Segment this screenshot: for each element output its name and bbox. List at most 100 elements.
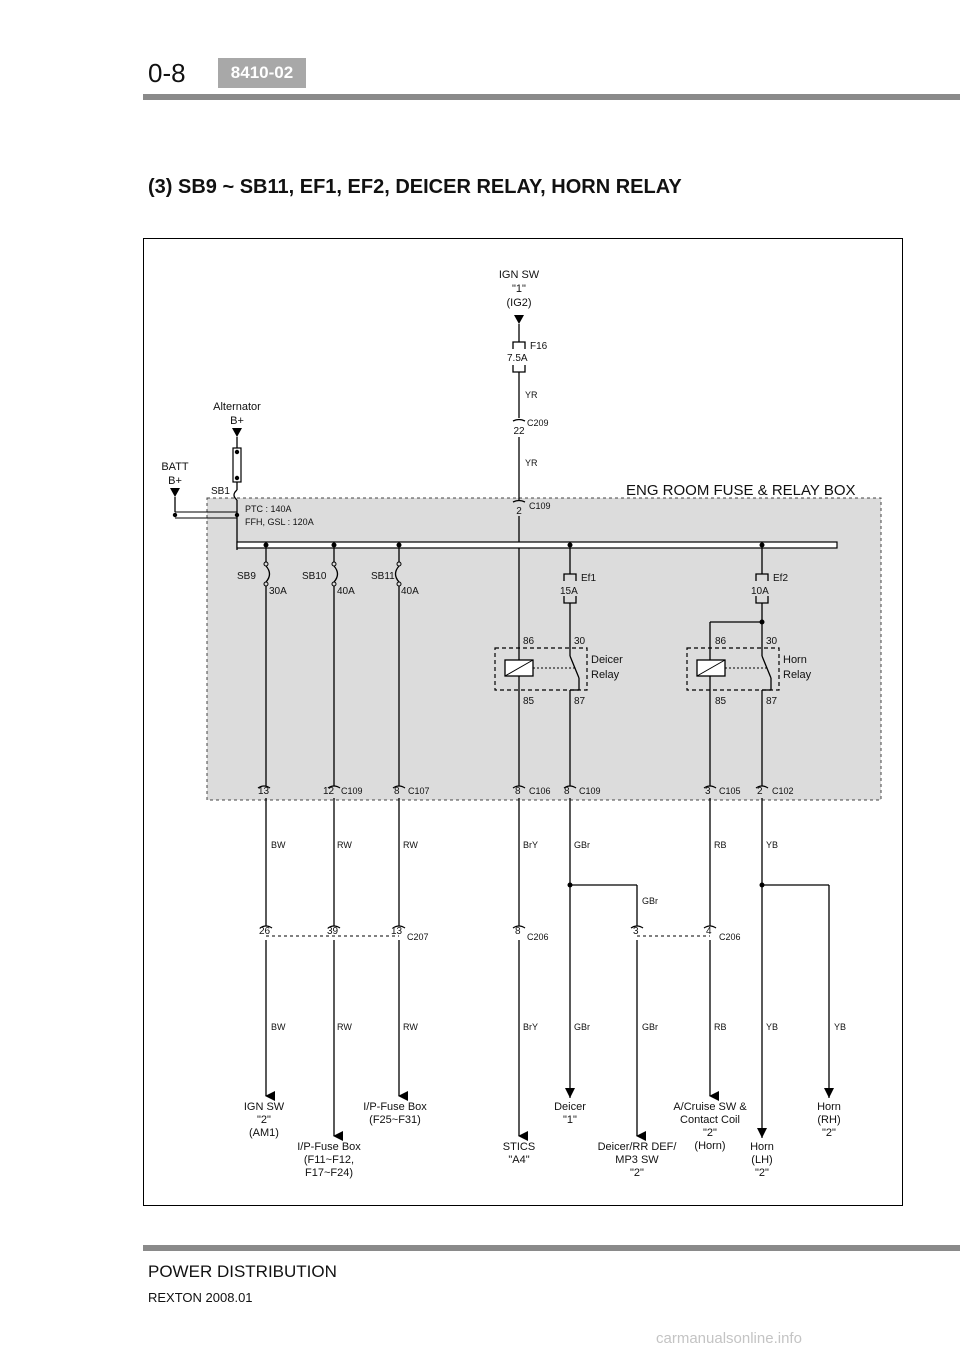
- wire-yr-lower-label: YR: [525, 458, 538, 468]
- deicer-relay-pin-86: 86: [523, 636, 535, 647]
- destination-a-cruise-sw-line-3: "2": [703, 1127, 717, 1139]
- section-title: (3) SB9 ~ SB11, EF1, EF2, DEICER RELAY, …: [148, 176, 682, 198]
- deicer-relay-label-1: Deicer: [591, 654, 623, 666]
- deicer-relay-pin-85: 85: [523, 696, 535, 707]
- horn-relay-pin-86: 86: [715, 636, 727, 647]
- destination-deicer: Deicer "1": [554, 1101, 586, 1126]
- alternator-arrow: [232, 428, 242, 437]
- ign-sw-top-arrow: [514, 315, 524, 324]
- batt-arrow: [170, 488, 180, 497]
- box-connector-5: 8 C109: [563, 785, 601, 797]
- batt-label-1: BATT: [161, 461, 189, 473]
- box-connector-2-name: C109: [341, 786, 363, 796]
- mid-connector-5: 3: [630, 925, 644, 937]
- fuse-sb9-name: SB9: [237, 571, 256, 582]
- fuse-ef1-rating: 15A: [560, 586, 578, 597]
- mid-connector-4-pin: 8: [515, 926, 521, 937]
- box-connector-1-pin: 13: [258, 786, 270, 797]
- fuse-ef1-name: Ef1: [581, 573, 596, 584]
- mid-connector-6-pin: 4: [706, 926, 712, 937]
- fuse-relay-box-title: ENG ROOM FUSE & RELAY BOX: [626, 482, 856, 499]
- batt-label-2: B+: [168, 475, 182, 487]
- fuse-sb9-rating: 30A: [269, 586, 287, 597]
- fuse-sb10-rating: 40A: [337, 586, 355, 597]
- deicer-relay-label-2: Relay: [591, 669, 620, 681]
- watermark: carmanualsonline.info: [656, 1330, 802, 1347]
- fuse-sb10: SB10 40A: [302, 548, 355, 597]
- ign-sw-top-label-1: IGN SW: [499, 269, 540, 281]
- destination-stics: STICS "A4": [503, 1141, 535, 1166]
- wire-color-upper-4: BrY: [523, 840, 538, 850]
- main-bus-bar: [236, 541, 838, 549]
- destination-ip-fuse-box-f25-line-2: (F25~F31): [369, 1114, 421, 1126]
- destination-ip-fuse-box-f25: I/P-Fuse Box (F25~F31): [363, 1101, 427, 1126]
- ptc-label-1: PTC : 140A: [245, 504, 292, 514]
- destination-stics-line-1: STICS: [503, 1141, 535, 1153]
- destination-ign-sw-am1: IGN SW "2" (AM1): [244, 1101, 285, 1139]
- destination-ip-fuse-box-f11-line-1: I/P-Fuse Box: [297, 1141, 361, 1153]
- destination-horn-rh-line-2: (RH): [817, 1114, 840, 1126]
- horn-relay-pin-30: 30: [766, 636, 778, 647]
- destination-deicer-line-2: "1": [563, 1114, 577, 1126]
- wire-color-lower-9: YB: [834, 1022, 846, 1032]
- horn-relay-label-1: Horn: [783, 654, 807, 666]
- mid-connector-3-pin: 13: [391, 926, 403, 937]
- fuse-sb11: SB11 40A: [371, 548, 419, 597]
- box-connector-3-pin: 8: [394, 786, 400, 797]
- footer-rule: [143, 1245, 960, 1251]
- connector-c109-top-name: C109: [529, 501, 551, 511]
- ign-sw-top-label-2: "1": [512, 283, 526, 295]
- box-connector-3: 8 C107: [392, 785, 430, 797]
- fuse-f16-name: F16: [530, 341, 548, 352]
- mid-connector-6-name: C206: [719, 932, 741, 942]
- horn-rh-arrow: [824, 1088, 834, 1098]
- destination-deicer-line-1: Deicer: [554, 1101, 586, 1113]
- box-connector-2: 12 C109: [323, 785, 363, 797]
- destination-horn-lh-line-2: (LH): [751, 1154, 772, 1166]
- wire-color-lower-6: GBr: [642, 1022, 658, 1032]
- destination-ip-fuse-box-f11: I/P-Fuse Box (F11~F12, F17~F24): [297, 1141, 361, 1179]
- document-code-badge: 8410-02: [218, 58, 306, 88]
- horn-relay-pin-87: 87: [766, 696, 778, 707]
- box-connector-4: 8 C106: [512, 785, 551, 797]
- mid-connector-3-name: C207: [407, 932, 429, 942]
- deicer-relay-pin-30: 30: [574, 636, 586, 647]
- mid-connector-2-pin: 39: [327, 926, 339, 937]
- box-connector-2-pin: 12: [323, 786, 335, 797]
- mid-connector-4-name: C206: [527, 932, 549, 942]
- fuse-ef2-rating: 10A: [751, 586, 769, 597]
- destination-horn-lh-line-3: "2": [755, 1167, 769, 1179]
- diagram-frame: [143, 238, 903, 1206]
- destination-ip-fuse-box-f25-line-1: I/P-Fuse Box: [363, 1101, 427, 1113]
- fuse-ef2-name: Ef2: [773, 573, 788, 584]
- fuse-sb9: SB9 30A: [237, 548, 287, 597]
- destination-deicer-rr-def-line-2: MP3 SW: [615, 1154, 659, 1166]
- mid-connector-1-pin: 26: [259, 926, 271, 937]
- connector-c109-top: 2 C109: [512, 499, 551, 517]
- connector-c109-top-pin: 2: [516, 506, 522, 517]
- destination-horn-lh-line-1: Horn: [750, 1141, 774, 1153]
- wire-color-lower-2: RW: [337, 1022, 352, 1032]
- wire-yr-upper-label: YR: [525, 390, 538, 400]
- box-connector-4-name: C106: [529, 786, 551, 796]
- page-number: 0-8: [148, 58, 186, 88]
- destination-a-cruise-sw-line-4: (Horn): [694, 1140, 725, 1152]
- connector-c209-pin: 22: [513, 426, 525, 437]
- destination-horn-lh: Horn (LH) "2": [750, 1141, 774, 1179]
- alternator-label-1: Alternator: [213, 401, 261, 413]
- mid-connector-2: 39: [327, 925, 341, 937]
- destination-a-cruise-sw-line-1: A/Cruise SW &: [673, 1101, 747, 1113]
- mid-connector-3: 13 C207: [391, 925, 429, 942]
- destination-deicer-rr-def-line-1: Deicer/RR DEF/: [598, 1141, 678, 1153]
- box-connector-7: 2 C102: [755, 785, 794, 797]
- wire-color-upper-3: RW: [403, 840, 418, 850]
- wire-color-upper-5: GBr: [574, 840, 590, 850]
- wire-color-upper-7: YB: [766, 840, 778, 850]
- fuse-sb11-rating: 40A: [401, 586, 419, 597]
- wire-color-upper-1: BW: [271, 840, 286, 850]
- destination-ign-sw-am1-line-2: "2": [257, 1114, 271, 1126]
- box-connector-3-name: C107: [408, 786, 430, 796]
- fuse-f16-rating: 7.5A: [507, 353, 528, 364]
- alternator-label-2: B+: [230, 415, 244, 427]
- deicer-relay-pin-87: 87: [574, 696, 586, 707]
